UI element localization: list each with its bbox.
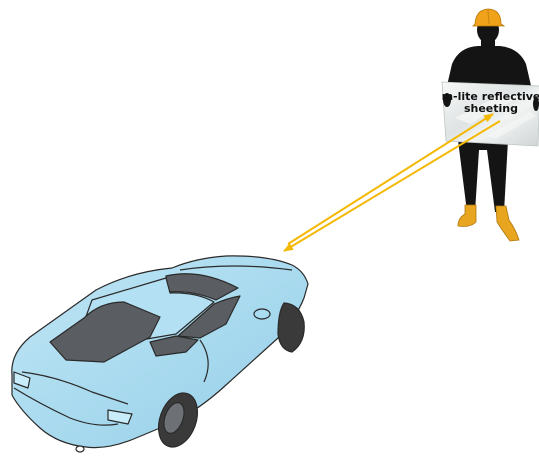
exhaust-pipe: [76, 446, 84, 452]
left-boot-icon: [458, 205, 476, 227]
worker-icon: m-lite reflective sheeting: [442, 9, 539, 241]
front-wheel-icon: [278, 303, 304, 352]
side-mirror: [254, 309, 270, 319]
right-boot-icon: [496, 206, 519, 241]
front-tire: [278, 303, 304, 352]
worker-legs: [458, 140, 508, 212]
sheeting-label-line2: sheeting: [464, 102, 518, 115]
car-icon: [12, 256, 308, 453]
